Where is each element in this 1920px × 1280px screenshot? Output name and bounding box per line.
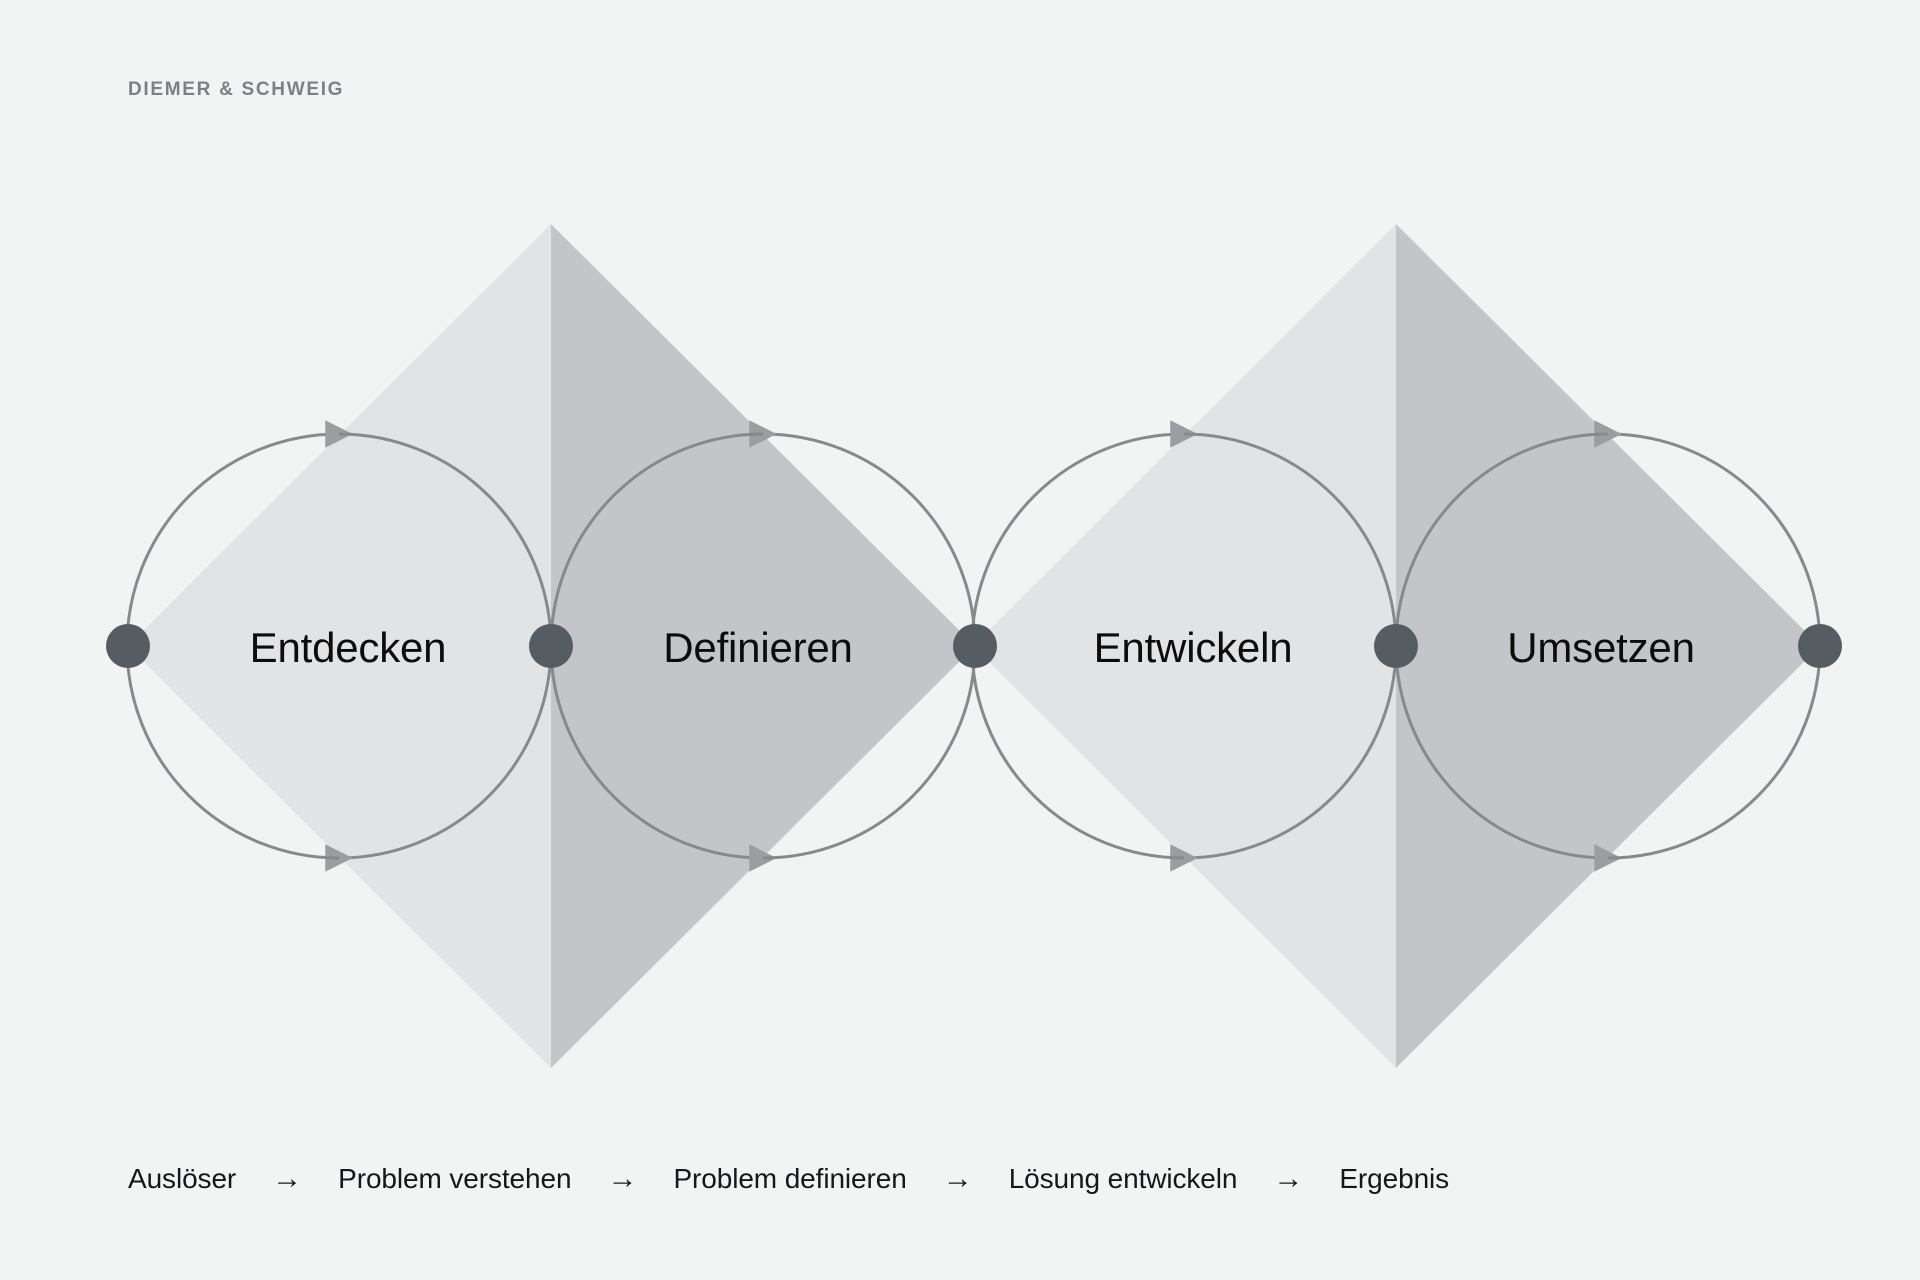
circle-entwickeln [970, 420, 1398, 872]
footer-step-3: Problem definieren [673, 1163, 907, 1194]
circle-entwickeln-arc-top-right [1183, 432, 1398, 647]
diamond-problem-space [128, 224, 975, 1068]
circle-entdecken-arc-bottom-right [325, 645, 553, 872]
circle-entwickeln-arc-bottom-right [1170, 645, 1398, 872]
circle-definieren-arc-top-right [749, 420, 977, 647]
stage-label-definieren: Definieren [663, 624, 853, 671]
stage-label-umsetzen: Umsetzen [1507, 624, 1695, 671]
diamond-1-left-half [128, 224, 551, 1068]
diamond-solution-space [973, 224, 1820, 1068]
circle-entwickeln-arc-bottom-left [970, 645, 1185, 860]
diamond-2-left-half [973, 224, 1396, 1068]
diamond-2-right-half [1396, 224, 1820, 1068]
circle-umsetzen-arc-bottom-left [1394, 645, 1622, 872]
footer-step-4: Lösung entwickeln [1008, 1163, 1238, 1194]
process-flow-footer: Auslöser → Problem verstehen → Problem d… [128, 1163, 1449, 1195]
node-loesung-entwickeln[interactable] [1374, 624, 1418, 668]
circle-entdecken [125, 420, 553, 872]
circle-umsetzen-arc-top-left [1394, 432, 1609, 647]
stage-label-entdecken: Entdecken [249, 624, 447, 671]
footer-arrow-icon-1: → [272, 1162, 303, 1195]
node-problem-definieren[interactable] [953, 624, 997, 668]
circle-umsetzen-arc-top-right [1594, 420, 1822, 647]
node-problem-verstehen[interactable] [529, 624, 573, 668]
circle-entdecken-arc-top-left [125, 420, 353, 647]
footer-step-1: Auslöser [128, 1163, 237, 1194]
circle-umsetzen-arc-bottom-right [1607, 645, 1822, 860]
footer-arrow-icon-3: → [942, 1162, 973, 1195]
node-ergebnis[interactable] [1798, 624, 1842, 668]
circle-entwickeln-arc-top-left [970, 420, 1198, 647]
brand-wordmark: DIEMER & SCHWEIG [128, 79, 345, 100]
circle-definieren-arc-top-left [549, 432, 764, 647]
circle-entdecken-arc-bottom-left [125, 645, 340, 860]
circle-definieren-arc-bottom-right [762, 645, 977, 860]
footer-arrow-icon-4: → [1273, 1162, 1304, 1195]
footer-arrow-icon-2: → [607, 1162, 638, 1195]
diamond-1-right-half [551, 224, 975, 1068]
circle-definieren-arc-bottom-left [549, 645, 777, 872]
node-ausloeser[interactable] [106, 624, 150, 668]
circle-definieren [549, 420, 977, 872]
circle-umsetzen [1394, 420, 1822, 872]
circle-entdecken-arc-top-right [338, 432, 553, 647]
stage-label-entwickeln: Entwickeln [1093, 624, 1293, 671]
footer-step-5: Ergebnis [1339, 1163, 1450, 1194]
footer-step-2: Problem verstehen [338, 1163, 572, 1194]
